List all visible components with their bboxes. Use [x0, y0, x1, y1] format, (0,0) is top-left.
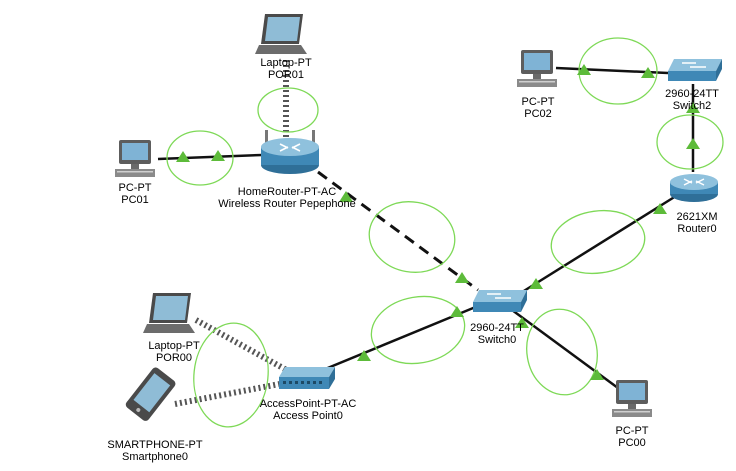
device-label-smartphone: SMARTPHONE-PT Smartphone0 — [107, 439, 202, 463]
device-label-laptop-por01: Laptop-PT POR01 — [260, 57, 311, 81]
smartphone-icon[interactable] — [124, 366, 177, 423]
link-pc01-homerouter[interactable] — [157, 153, 263, 161]
laptop-icon[interactable] — [255, 14, 307, 54]
access-point-icon[interactable] — [279, 367, 335, 389]
link-up-indicator — [339, 191, 353, 202]
device-name: Smartphone0 — [121, 451, 189, 463]
device-label-laptop-por00: Laptop-PT POR00 — [148, 340, 199, 364]
annotation-ellipse — [193, 322, 269, 428]
annotation-ellipse — [526, 308, 598, 396]
link-up-indicator — [653, 203, 667, 214]
device-model: PC-PT — [118, 182, 152, 194]
link-up-indicator — [515, 317, 529, 328]
link-up-indicator — [686, 138, 700, 149]
device-model: PC-PT — [615, 425, 649, 437]
device-label-switch2: 2960-24TT Switch2 — [665, 88, 719, 112]
device-model: 2960-24TT — [665, 88, 719, 100]
link-up-indicator — [686, 102, 700, 113]
annotation-ellipse — [257, 87, 319, 133]
link-up-indicator — [590, 369, 604, 380]
switch-icon[interactable] — [473, 290, 527, 312]
device-name: Router0 — [677, 223, 717, 235]
device-model: 2621XM — [676, 211, 718, 223]
link-up-indicator — [211, 150, 225, 161]
link-up-indicator — [529, 278, 543, 289]
link-up-indicator — [357, 350, 371, 361]
link-up-indicator — [176, 151, 190, 162]
device-label-home-router: HomeRouter-PT-AC Wireless Router Pepepho… — [218, 186, 356, 210]
device-name: PC00 — [618, 437, 646, 449]
device-label-pc02: PC-PT PC02 — [522, 96, 555, 120]
annotation-ellipse — [166, 130, 234, 186]
desktop-pc-icon[interactable] — [115, 140, 155, 177]
annotation-ellipse — [550, 209, 646, 275]
device-model: 2960-24TT — [470, 322, 524, 334]
device-model: Laptop-PT — [260, 57, 312, 69]
wireless-router-icon[interactable] — [261, 130, 319, 174]
device-model: SMARTPHONE-PT — [107, 439, 203, 451]
device-model: AccessPoint-PT-AC — [259, 398, 357, 410]
device-name: Wireless Router Pepephone — [218, 198, 356, 210]
device-name: PC01 — [121, 194, 149, 206]
link-router0-switch0[interactable] — [518, 194, 677, 296]
device-label-router0: 2621XM Router0 — [677, 211, 718, 235]
link-switch0-pc00[interactable] — [511, 308, 619, 390]
wireless-link-laptop-por00[interactable] — [194, 317, 294, 376]
link-up-indicator — [641, 67, 655, 78]
laptop-icon[interactable] — [143, 293, 195, 333]
switch-icon[interactable] — [668, 59, 722, 81]
device-label-pc00: PC-PT PC00 — [616, 425, 649, 449]
device-label-switch0: 2960-24TT Switch0 — [470, 322, 524, 346]
desktop-pc-icon[interactable] — [517, 50, 557, 87]
device-name: POR00 — [155, 352, 193, 364]
link-homerouter-switch0[interactable] — [317, 170, 479, 292]
link-up-indicator — [450, 306, 464, 317]
device-label-pc01: PC-PT PC01 — [119, 182, 152, 206]
device-model: PC-PT — [521, 96, 555, 108]
annotation-ellipse — [656, 114, 724, 170]
device-model: HomeRouter-PT-AC — [237, 186, 337, 198]
device-name: PC02 — [524, 108, 552, 120]
annotation-ellipse — [368, 201, 456, 273]
device-name: Switch2 — [672, 100, 712, 112]
annotation-ellipse — [370, 295, 466, 365]
annotation-ellipse — [578, 37, 658, 105]
router-icon[interactable] — [670, 174, 718, 202]
device-name: Access Point0 — [273, 410, 343, 422]
device-model: Laptop-PT — [148, 340, 200, 352]
device-name: POR01 — [267, 69, 305, 81]
device-name: Switch0 — [477, 334, 517, 346]
link-up-indicator — [455, 272, 469, 283]
device-label-access-point: AccessPoint-PT-AC Access Point0 — [260, 398, 357, 422]
desktop-pc-icon[interactable] — [612, 380, 652, 417]
link-up-indicator — [577, 64, 591, 75]
